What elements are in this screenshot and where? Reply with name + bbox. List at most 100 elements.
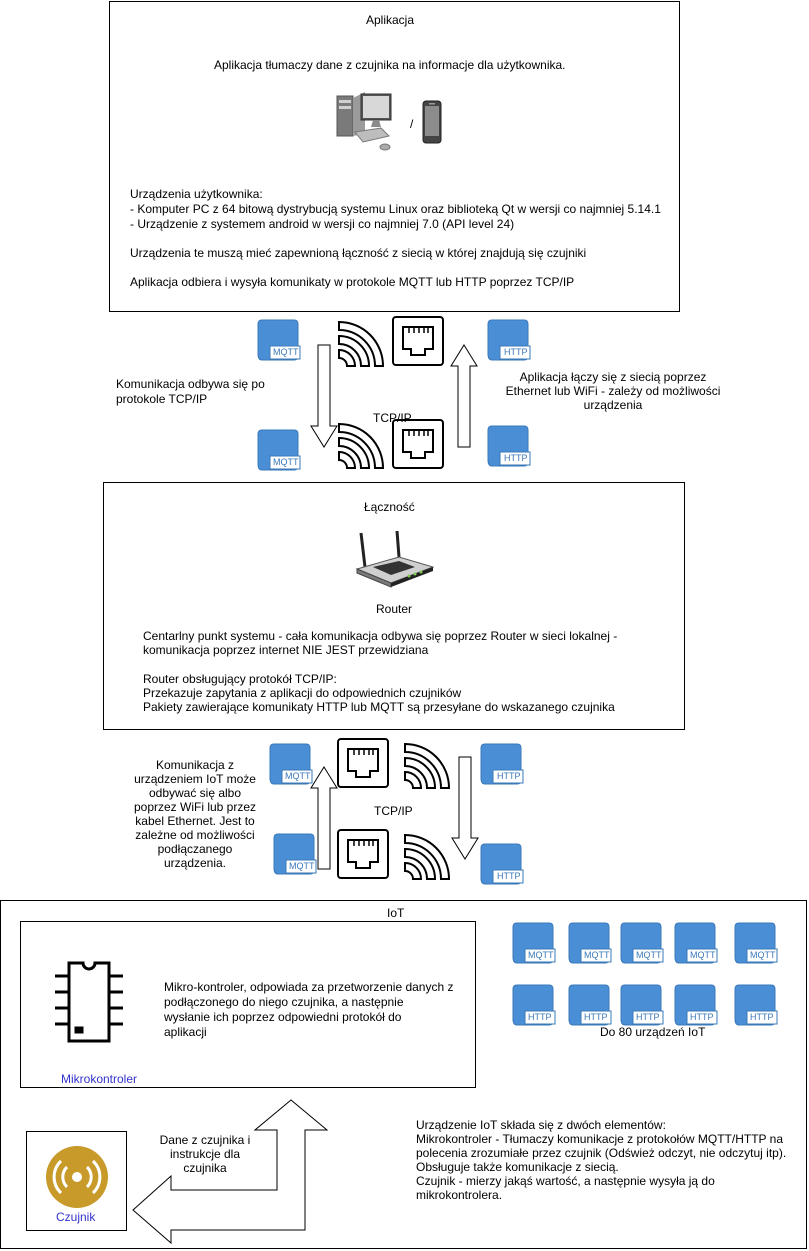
text-line: wysłanie ich poprzez odpowiedni protokół… <box>164 1010 402 1024</box>
bent-arrow-icon <box>131 1098 331 1245</box>
ethernet-port-icon <box>337 829 389 879</box>
iot-title: IoT <box>387 906 405 920</box>
mqtt-label: MQTT <box>584 950 610 960</box>
microcontroller-label: Mikrokontroler <box>61 1072 138 1086</box>
mqtt-label: MQTT <box>750 950 776 960</box>
text-line: Mikro-kontroler, odpowiada za przetworze… <box>164 980 454 994</box>
mqtt-label: MQTT <box>285 771 311 781</box>
http-label: HTTP <box>504 347 528 357</box>
text-line: Mikrokontroler - Tłumaczy komunikacje z … <box>416 1132 783 1146</box>
http-badge-icon: HTTP <box>487 425 531 468</box>
http-badge-icon: HTTP <box>568 984 612 1027</box>
mqtt-badge-icon: MQTT <box>734 922 778 965</box>
microcontroller-chip-icon <box>53 960 125 1044</box>
router-icon <box>351 530 435 589</box>
connectivity-box: Łączność Router Centarlny punkt systemu … <box>103 482 685 730</box>
http-badge-icon: HTTP <box>734 984 778 1027</box>
wifi-icon <box>337 418 387 469</box>
microcontroller-description: Mikro-kontroler, odpowiada za przetworze… <box>164 980 453 1040</box>
devices-header: Urządzenia użytkownika: <box>130 187 263 201</box>
mqtt-label: MQTT <box>528 950 554 960</box>
sensor-box: Czujnik <box>26 1131 127 1231</box>
mqtt-badge-icon: MQTT <box>512 922 556 965</box>
router-central-note-2: komunikacja poprzez internet NIE JEST pr… <box>143 643 429 657</box>
mqtt-badge-icon: MQTT <box>257 429 301 472</box>
router-central-note: Centarlny punkt systemu - cała komunikac… <box>143 629 618 643</box>
iot-devices-count-label: Do 80 urządzeń IoT <box>600 1025 706 1039</box>
mqtt-label: MQTT <box>690 950 716 960</box>
http-badge-icon: HTTP <box>512 984 556 1027</box>
text-line: odbywać się albo <box>148 786 242 800</box>
arrow-up-icon <box>310 766 338 870</box>
top-link-note-right: Aplikacja łączy się z siecią poprzez <box>519 370 707 384</box>
text-line: podłączanego <box>157 842 233 856</box>
http-badge-icon: HTTP <box>674 984 718 1027</box>
http-label: HTTP <box>528 1012 552 1022</box>
text-line: Czujnik - mierzy jakąś wartość, a następ… <box>416 1174 715 1188</box>
text-line: Dane z czujnika i <box>159 1133 251 1147</box>
device-android-requirements: - Urządzenie z systemem android w wersji… <box>130 217 515 231</box>
http-label: HTTP <box>584 1012 608 1022</box>
router-tcp-note: Router obsługujący protokół TCP/IP: <box>143 672 337 686</box>
smartphone-icon <box>422 100 442 144</box>
text-line: instrukcje dla <box>169 1147 241 1161</box>
http-label: HTTP <box>750 1012 774 1022</box>
text-line: poprzez WiFi lub przez <box>133 800 257 814</box>
arrow-up-icon <box>450 344 478 448</box>
text-line: Urządzenie IoT składa się z dwóch elemen… <box>416 1118 666 1132</box>
wifi-icon <box>403 738 453 789</box>
top-link-note-left: Komunikacja odbywa się po <box>116 377 265 391</box>
application-title: Aplikacja <box>366 13 415 27</box>
mqtt-badge-icon: MQTT <box>568 922 612 965</box>
router-label: Router <box>376 602 413 616</box>
microcontroller-box: Mikro-kontroler, odpowiada za przetworze… <box>20 921 476 1088</box>
text-line: mikrokontrolera. <box>416 1188 503 1202</box>
mqtt-label: MQTT <box>636 950 662 960</box>
text-line: kabel Ethernet. Jest to <box>135 814 255 828</box>
http-badge-icon: HTTP <box>487 319 531 362</box>
mqtt-label: MQTT <box>273 457 299 467</box>
text-line: Obsługuje także komunikacje z siecią. <box>416 1160 619 1174</box>
device-separator: / <box>410 117 414 131</box>
http-label: HTTP <box>690 1012 714 1022</box>
application-box: Aplikacja Aplikacja tłumaczy dane z czuj… <box>109 1 680 312</box>
mqtt-badge-icon: MQTT <box>620 922 664 965</box>
mqtt-badge-icon: MQTT <box>257 319 301 362</box>
connectivity-title: Łączność <box>364 500 415 514</box>
iot-summary: Urządzenie IoT składa się z dwóch elemen… <box>416 1118 786 1202</box>
http-label: HTTP <box>636 1012 660 1022</box>
mqtt-badge-icon: MQTT <box>269 743 313 786</box>
wifi-icon <box>403 829 453 880</box>
mqtt-badge-icon: MQTT <box>674 922 718 965</box>
text-line: polecenia zrozumiałe przez czujnik (Odśw… <box>416 1146 787 1160</box>
arrow-down-icon <box>451 756 479 860</box>
ethernet-port-icon <box>337 738 389 788</box>
http-label: HTTP <box>497 871 521 881</box>
mqtt-label: MQTT <box>289 861 315 871</box>
desktop-computer-icon <box>335 90 395 155</box>
connectivity-note: Urządzenia te muszą mieć zapewnioną łącz… <box>130 246 587 260</box>
ethernet-port-icon <box>392 419 444 469</box>
router-tcp-note-2: Przekazuje zapytania z aplikacji do odpo… <box>143 686 462 700</box>
top-link-note-right-3: urządzenia <box>583 398 643 412</box>
mqtt-label: MQTT <box>273 347 299 357</box>
ethernet-port-icon <box>392 316 444 366</box>
http-label: HTTP <box>504 453 528 463</box>
text-line: zależne od możliwości <box>135 828 255 842</box>
top-link-tcpip-label: TCP/IP <box>373 411 412 425</box>
application-description: Aplikacja tłumaczy dane z czujnika na in… <box>214 58 566 72</box>
sensor-icon <box>45 1145 109 1209</box>
http-badge-icon: HTTP <box>620 984 664 1027</box>
device-pc-requirements: - Komputer PC z 64 bitową dystrybucją sy… <box>130 202 661 216</box>
http-badge-icon: HTTP <box>480 843 524 886</box>
sensor-label: Czujnik <box>56 1210 96 1224</box>
protocol-note: Aplikacja odbiera i wysyła komunikaty w … <box>130 275 575 289</box>
iot-box: IoT Mikro-kontroler, odpowiada za przetw… <box>0 900 807 1249</box>
wifi-icon <box>337 316 387 367</box>
text-line: czujnika <box>183 1161 227 1175</box>
iot-device-grid: MQTT MQTT MQTT MQTT MQTT HTTP HTTP HTTP HTTP HTTP <box>512 922 793 1031</box>
top-link-note-left-2: protokole TCP/IP <box>116 392 208 406</box>
router-tcp-note-3: Pakiety zawierające komunikaty HTTP lub … <box>143 700 615 714</box>
text-line: podłączonego do niego czujnika, a następ… <box>164 995 404 1009</box>
